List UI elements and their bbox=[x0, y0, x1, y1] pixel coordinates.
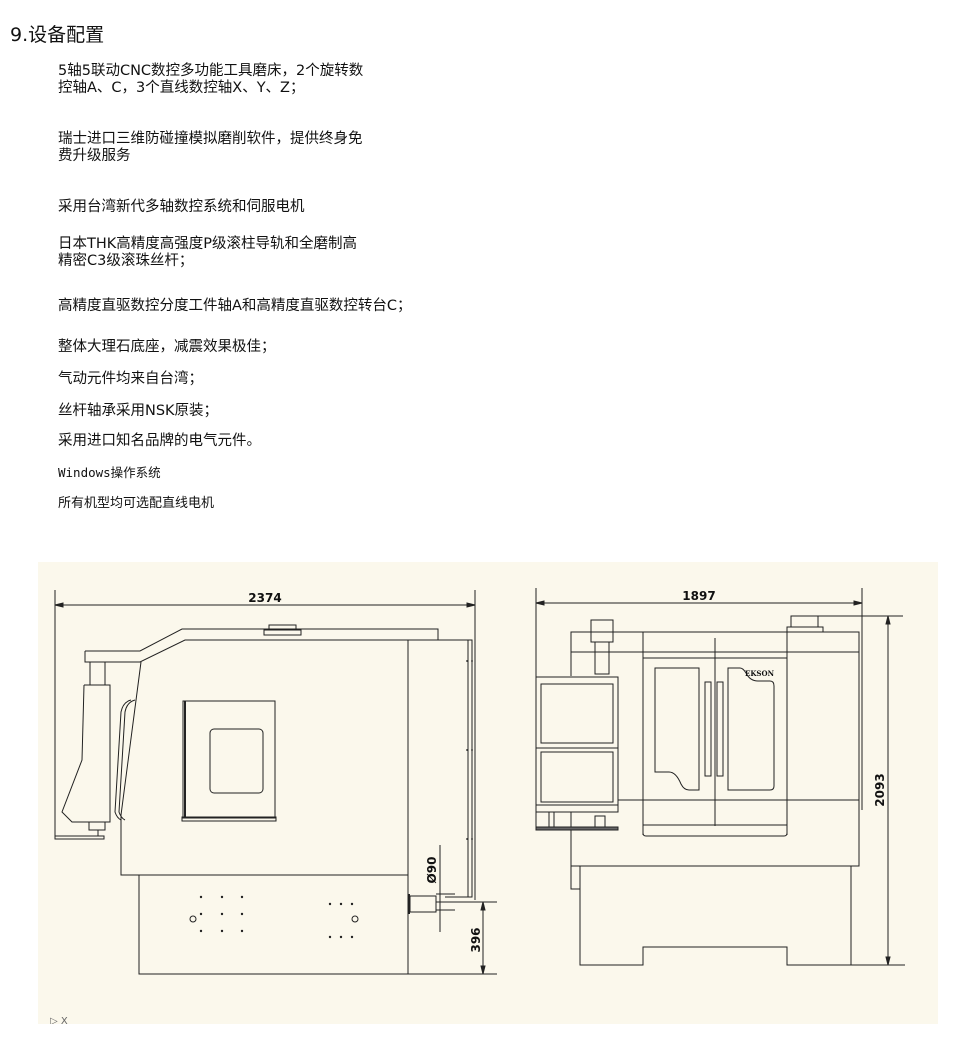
front-width-dimension: 1897 bbox=[682, 589, 715, 603]
side-height-dimension: 396 bbox=[469, 927, 483, 952]
spec-item-linear-motor: 所有机型均可选配直线电机 bbox=[58, 496, 215, 511]
front-height-dimension: 2093 bbox=[873, 773, 887, 806]
spec-item-pneumatics: 气动元件均来自台湾； bbox=[58, 371, 203, 387]
spec-item-software: 瑞士进口三维防碰撞模拟磨削软件，提供终身免费升级服务 bbox=[58, 131, 363, 164]
stray-mark: ▷ X bbox=[50, 1016, 68, 1024]
spec-item-direct-drive: 高精度直驱数控分度工件轴A和高精度直驱数控转台C； bbox=[58, 298, 412, 314]
section-title: 9.设备配置 bbox=[10, 24, 105, 46]
side-width-dimension: 2374 bbox=[248, 591, 281, 605]
spec-item-marble-base: 整体大理石底座，减震效果极佳； bbox=[58, 339, 276, 355]
brand-label: EKSON bbox=[745, 669, 775, 678]
pipe-diameter-dimension: Ø90 bbox=[425, 857, 439, 884]
machine-drawing: 2374 bbox=[38, 562, 938, 1027]
spec-item-axes: 5轴5联动CNC数控多功能工具磨床，2个旋转数控轴A、C，3个直线数控轴X、Y、… bbox=[58, 63, 364, 96]
spec-item-guides: 日本THK高精度高强度P级滚柱导轨和全磨制高精密C3级滚珠丝杆； bbox=[58, 236, 358, 269]
side-view: 2374 bbox=[54, 590, 497, 975]
front-view: 1897 2093 EKSON bbox=[535, 588, 905, 966]
spec-item-electrical: 采用进口知名品牌的电气元件。 bbox=[58, 433, 261, 449]
spec-item-bearings: 丝杆轴承采用NSK原装； bbox=[58, 403, 219, 419]
spec-item-cnc-system: 采用台湾新代多轴数控系统和伺服电机 bbox=[58, 199, 305, 215]
spec-item-os: Windows操作系统 bbox=[58, 465, 161, 480]
